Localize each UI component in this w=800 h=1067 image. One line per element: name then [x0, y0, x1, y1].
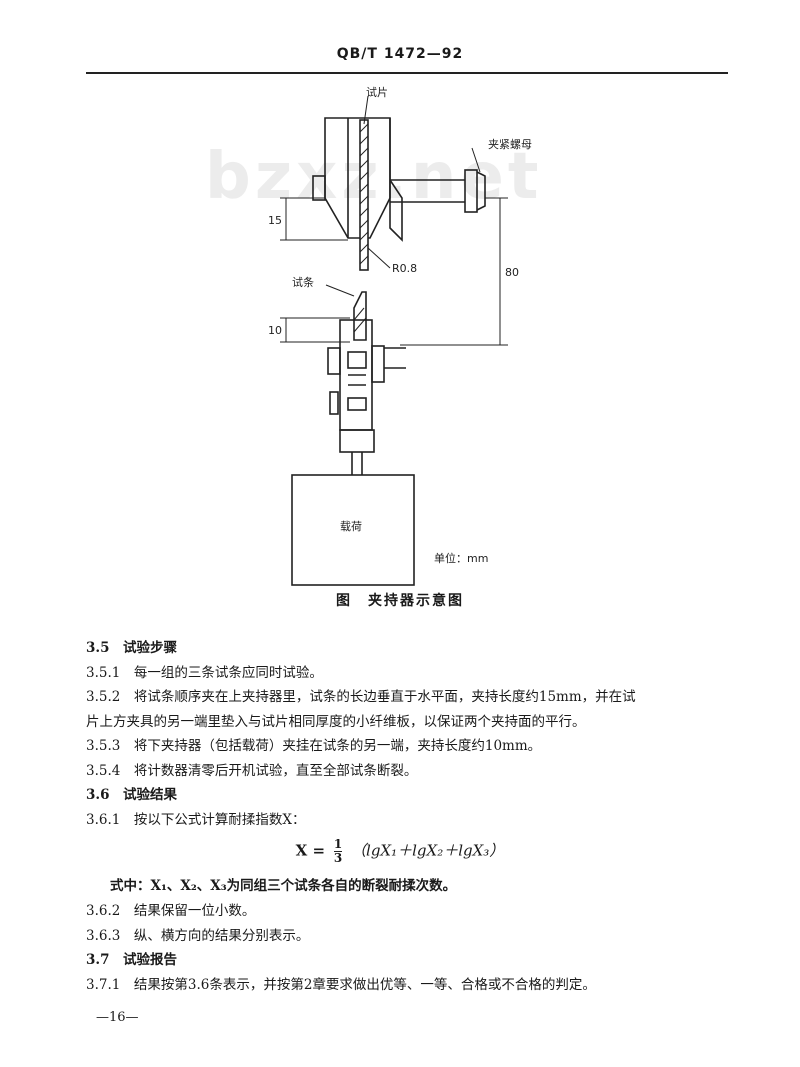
clamp-diagram: 试片 夹紧螺母 R0.8 试条 载荷 单位：mm 15 10 80: [268, 86, 532, 586]
page-number: —16—: [96, 1010, 139, 1025]
paragraph-line: 3.5.1 每一组的三条试条应同时试验。: [86, 664, 323, 681]
dim-10: 10: [268, 324, 282, 337]
formula-denominator: 3: [333, 851, 343, 865]
section-3-5: 3.5 试验步骤 3.5.1 每一组的三条试条应同时试验。 3.5.2 将试条顺…: [86, 636, 726, 832]
page-header: QB/T 1472—92: [336, 46, 464, 62]
paragraph-line: 3.6.2 结果保留一位小数。: [86, 903, 256, 919]
test-piece-upper: [359, 119, 369, 271]
section-heading: 3.5 试验步骤: [86, 640, 177, 656]
paragraph-line: 3.6.3 纵、横方向的结果分别表示。: [86, 927, 310, 944]
label-test-piece: 试片: [366, 86, 388, 99]
paragraph-line: 3.7.1 结果按第3.6条表示，并按第2章要求做出优等、一等、合格或不合格的判…: [86, 976, 596, 993]
clamp-nut: [464, 169, 478, 213]
label-unit: 单位：mm: [434, 551, 488, 565]
label-specimen: 试条: [292, 275, 314, 289]
formula-fraction: 1 3: [333, 837, 343, 865]
section-3-6-cont: 3.6.2 结果保留一位小数。 3.6.3 纵、横方向的结果分别表示。 3.7 …: [86, 899, 726, 997]
paragraph-line: 3.5.3 将下夹持器（包括载荷）夹挂在试条的另一端，夹持长度约10mm。: [86, 738, 542, 754]
paragraph-line: 3.5.2 将试条顺序夹在上夹持器里，试条的长边垂直于水平面，夹持长度约15mm…: [86, 689, 636, 705]
specimen-strip: [353, 291, 367, 341]
load-box: [291, 474, 415, 586]
section-heading: 3.6 试验结果: [86, 787, 177, 803]
upper-clamp: [324, 117, 391, 239]
label-radius: R0.8: [392, 262, 417, 275]
header-rule: [86, 72, 728, 74]
formula-rhs: （lgX₁＋lgX₂＋lgX₃）: [351, 841, 505, 860]
figure-caption: 图 夹持器示意图: [336, 593, 464, 609]
dim-80: 80: [505, 266, 519, 279]
paragraph-line: 片上方夹具的另一端里垫入与试片相同厚度的小纤维板，以保证两个夹持面的平行。: [86, 713, 586, 730]
formula-note: 式中：X₁、X₂、X₃为同组三个试条各自的断裂耐揉次数。: [110, 874, 726, 899]
label-load: 载荷: [340, 520, 362, 533]
upper-clamp-flange: [312, 175, 326, 201]
label-clamp-nut: 夹紧螺母: [488, 138, 532, 151]
section-heading: 3.7 试验报告: [86, 952, 177, 968]
formula-numerator: 1: [333, 837, 343, 852]
paragraph-line: 3.5.4 将计数器清零后开机试验，直至全部试条断裂。: [86, 762, 418, 779]
formula-note-text: 式中：X₁、X₂、X₃为同组三个试条各自的断裂耐揉次数。: [110, 878, 457, 894]
formula-lhs: X =: [295, 841, 326, 860]
formula: X = 1 3 （lgX₁＋lgX₂＋lgX₃）: [0, 838, 800, 868]
dim-15: 15: [268, 214, 282, 227]
paragraph-line: 3.6.1 按以下公式计算耐揉指数X：: [86, 811, 306, 828]
